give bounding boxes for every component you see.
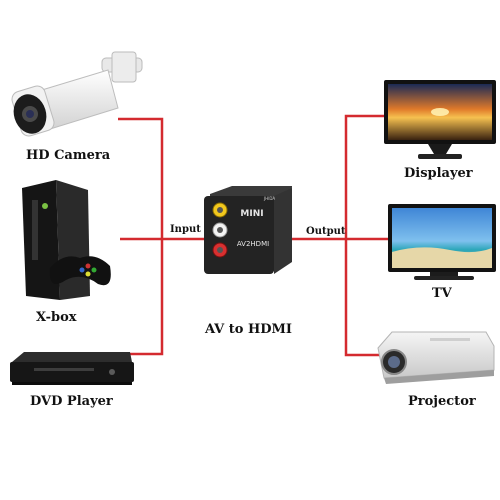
input-bus-line xyxy=(110,117,164,356)
av2hdmi-converter-icon xyxy=(204,186,292,274)
device-model: AV2HDMI xyxy=(237,240,269,248)
output-device-label-tv: TV xyxy=(432,286,452,301)
output-bus-line xyxy=(344,114,384,357)
output-device-label-projector: Projector xyxy=(408,394,476,409)
input-device-label-dvd-player: DVD Player xyxy=(30,394,113,409)
output-label: Output xyxy=(306,226,346,237)
input-device-label-xbox: X-box xyxy=(36,310,77,325)
input-connectors xyxy=(110,117,208,356)
projector-icon xyxy=(377,331,495,384)
monitor-icon xyxy=(384,80,496,159)
dvd-player-icon xyxy=(10,352,134,385)
device-logo: JHIDA xyxy=(263,196,275,201)
device-brand: MINI xyxy=(240,209,263,219)
input-label: Input xyxy=(170,224,201,235)
output-device-label-displayer: Displayer xyxy=(404,166,473,181)
security-camera-icon xyxy=(11,51,143,137)
output-connectors xyxy=(290,114,389,357)
tv-icon xyxy=(388,204,496,280)
input-device-label-hd-camera: HD Camera xyxy=(26,148,111,163)
game-console-icon xyxy=(22,180,111,300)
diagram-caption: AV to HDMI xyxy=(205,322,292,337)
